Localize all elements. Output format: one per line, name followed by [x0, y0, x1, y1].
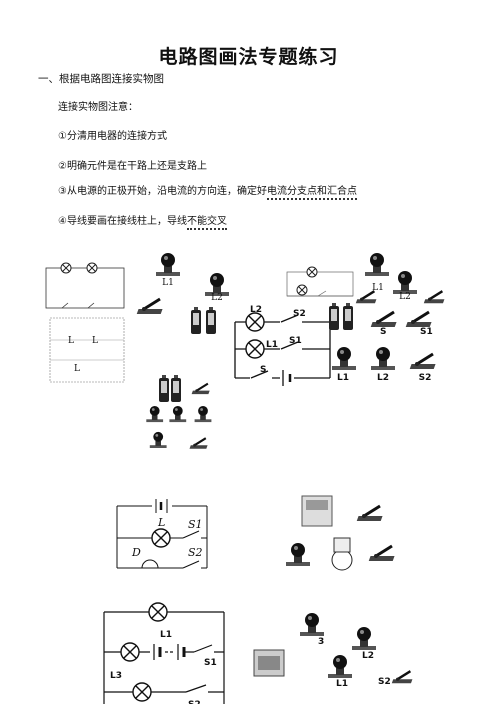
fig3-label-l: L: [157, 516, 165, 529]
fig2-label-s: S: [380, 327, 386, 337]
fig2-real-components: S S1 L1 L2 S2: [329, 303, 438, 383]
notes-heading: 连接实物图注意：: [58, 102, 138, 113]
fig4-label-s2: S2: [188, 700, 201, 704]
fig2-label-s1: S1: [420, 327, 433, 337]
fig2-label-l2-top: L2: [399, 292, 411, 302]
fig2-label-c-l1: L1: [266, 340, 278, 350]
fig2-label-l1-top: L1: [372, 283, 384, 293]
fig4-schematic: L1 S1 L3 S2: [103, 602, 225, 704]
fig4-label-l1: L1: [160, 630, 172, 640]
note-item-4-emphasis: 不能交叉: [186, 216, 227, 230]
fig1-schematic: L L L: [45, 262, 125, 383]
fig2-label-c-l2: L2: [250, 305, 262, 315]
fig4-label-s1: S1: [204, 658, 217, 668]
fig4-label-3: 3: [318, 637, 324, 647]
section-heading: 一、根据电路图连接实物图: [38, 73, 164, 85]
fig2-label-c-s1: S1: [289, 336, 302, 346]
note-item-3: ③从电源的正极开始，沿电流的方向连，确定好电流分支点和汇合点: [58, 182, 357, 200]
note-item-4: ④导线要画在接线柱上，导线不能交叉: [58, 212, 227, 230]
fig4-label-l1-real: L1: [336, 679, 348, 689]
fig2-label-c-s: S: [260, 365, 266, 375]
note-item-1: ①分清用电器的连接方式: [58, 131, 167, 142]
fig1-label-l2: L2: [211, 293, 223, 303]
note-item-4-text: ④导线要画在接线柱上，导线: [58, 216, 187, 227]
note-item-3-emphasis: 电流分支点和汇合点: [266, 186, 357, 200]
svg-text:L: L: [74, 364, 80, 374]
fig3-label-d: D: [131, 546, 141, 559]
fig2-label-c-s2: S2: [293, 309, 306, 319]
fig1-label-l1: L1: [162, 278, 174, 288]
note-item-3-text: ③从电源的正极开始，沿电流的方向连，确定好: [58, 186, 267, 197]
fig2-label-b-s2: S2: [419, 373, 432, 383]
fig2-label-b-l2: L2: [377, 373, 389, 383]
fig4-label-s2-real: S2: [378, 677, 391, 687]
fig2-top-components: L1 L2: [354, 253, 446, 305]
fig2-main-schematic: L2 S2 L1 S1 S: [234, 305, 331, 388]
fig3-components: [286, 495, 397, 571]
fig3-label-s1: S1: [188, 518, 203, 531]
fig4-label-l2: L2: [362, 651, 374, 661]
fig1-components: L1 L2: [135, 253, 229, 334]
fig1-extra-components: [146, 375, 212, 450]
fig3-label-s2: S2: [188, 546, 203, 559]
fig2-label-b-l1: L1: [337, 373, 349, 383]
svg-text:L: L: [92, 336, 98, 346]
svg-text:L: L: [68, 336, 74, 346]
fig4-label-l3: L3: [110, 671, 122, 681]
note-item-2: ②明确元件是在干路上还是支路上: [58, 161, 207, 172]
fig2-small-schematic: [286, 266, 354, 297]
fig4-components: 3 L2 L1 S2: [253, 613, 414, 689]
page-title: 电路图画法专题练习: [158, 46, 339, 68]
fig3-schematic: L S1 D S2: [116, 499, 208, 572]
